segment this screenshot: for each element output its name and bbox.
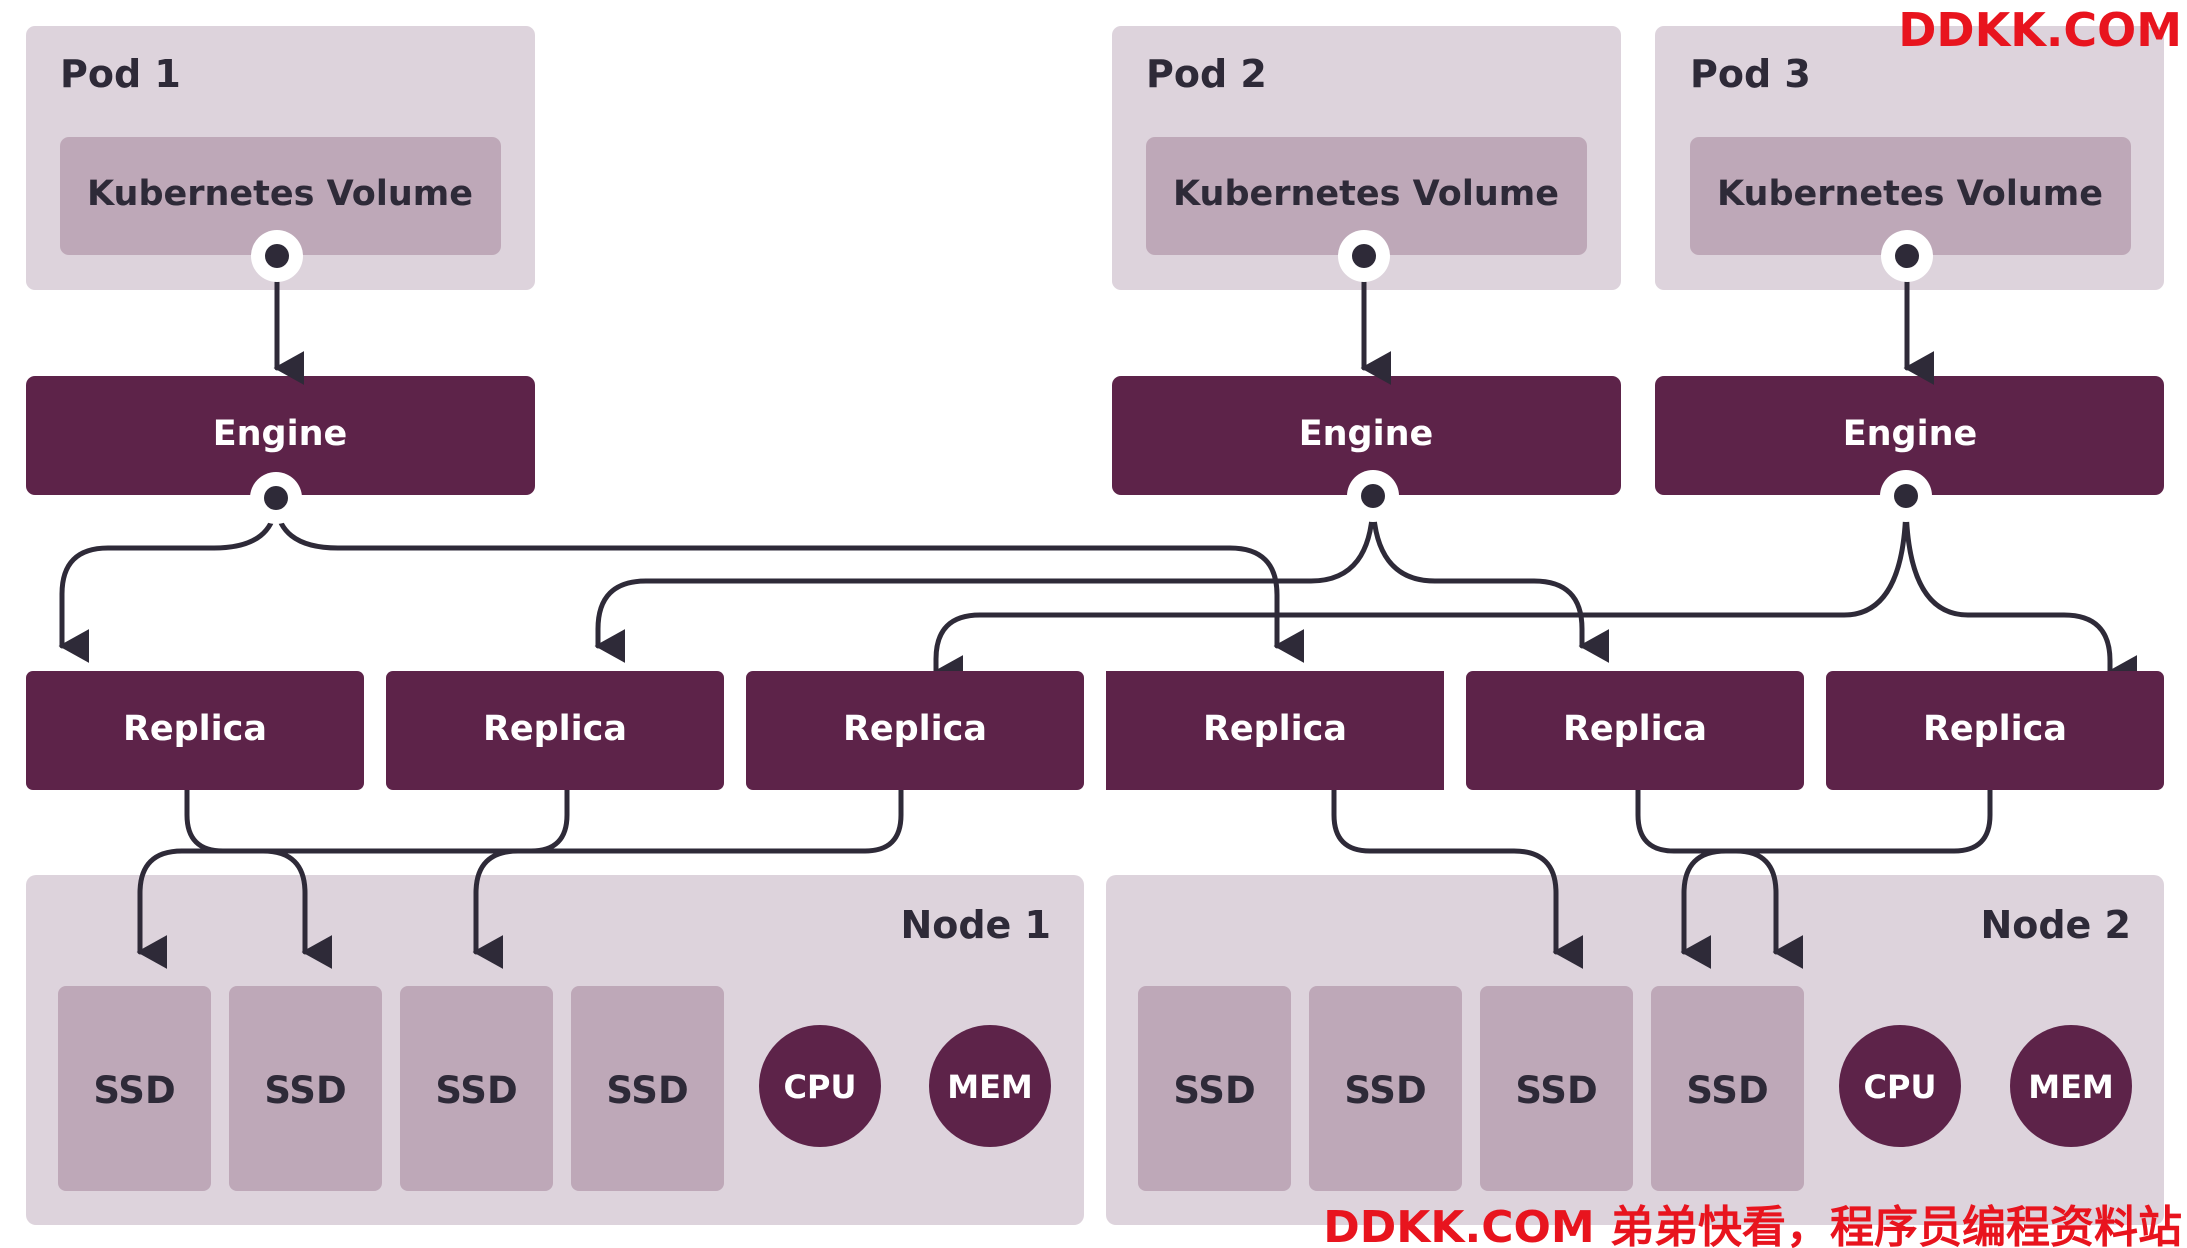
port-pod-1-volume-dot: [265, 244, 289, 268]
connector-engine-2-to-replica-2: [594, 496, 1376, 663]
connector-engine-3-to-replica-6: [1903, 496, 2138, 689]
node-2-mem: [2010, 1025, 2132, 1147]
node-2-ssd-3-label: SSD: [1515, 1069, 1597, 1112]
node-2-mem-label: MEM: [2028, 1068, 2114, 1106]
node-2-ssd-2: [1309, 986, 1462, 1191]
replica-to-ssd-connectors: [136, 787, 1993, 969]
pod-3-engine: [1655, 376, 2164, 495]
pod-3-engine-label: Engine: [1843, 414, 1978, 454]
connector-replica-3-to-node-1-ssd-3: [472, 787, 904, 969]
replica-3-label: Replica: [843, 709, 987, 749]
pod-2: Pod 2 Kubernetes Volume Engine: [1112, 26, 1621, 495]
replica-1: [26, 671, 364, 790]
replica-2: [386, 671, 724, 790]
pod-1-engine-label: Engine: [213, 414, 348, 454]
node-1-ssd-4: [571, 986, 724, 1191]
replica-row: Replica Replica Replica Replica Replica …: [26, 671, 2164, 790]
node-1-ssd-1-label: SSD: [93, 1069, 175, 1112]
watermark-bottom-right: DDKK.COM 弟弟快看，程序员编程资料站: [1323, 1202, 2182, 1248]
node-1-ssd-1: [58, 986, 211, 1191]
node-1-ssd-2-label: SSD: [264, 1069, 346, 1112]
node-2-title: Node 2: [1980, 903, 2131, 947]
engine-to-replica-connectors: [58, 496, 2138, 689]
connector-replica-6-to-node-2-ssd-4-left: [1680, 787, 1993, 969]
port-engine-3-dot: [1894, 484, 1918, 508]
pod-3-title: Pod 3: [1690, 52, 1811, 96]
pod-1: Pod 1 Kubernetes Volume Engine: [26, 26, 535, 495]
node-2-ssd-1-label: SSD: [1173, 1069, 1255, 1112]
node-1-ssd-2: [229, 986, 382, 1191]
replica-6-label: Replica: [1923, 709, 2067, 749]
connector-engine-2-to-replica-5: [1370, 496, 1610, 663]
node-1-mem-label: MEM: [947, 1068, 1033, 1106]
replica-6: [1826, 671, 2164, 790]
node-2-ssd-2-label: SSD: [1344, 1069, 1426, 1112]
connector-replica-4-to-node-2-ssd-3: [1331, 787, 1584, 969]
port-pod-2-volume-dot: [1352, 244, 1376, 268]
node-1-title: Node 1: [900, 903, 1051, 947]
port-pod-3-volume-dot: [1895, 244, 1919, 268]
pod-1-volume-label: Kubernetes Volume: [87, 174, 473, 214]
connector-replica-2-to-node-1-ssd-1: [136, 787, 570, 969]
port-engine-2-dot: [1361, 484, 1385, 508]
replica-2-label: Replica: [483, 709, 627, 749]
pod-1-engine: [26, 376, 535, 495]
replica-3: [746, 671, 1084, 790]
pod-3-volume-box: [1690, 137, 2131, 255]
pod-2-engine-label: Engine: [1299, 414, 1434, 454]
pod-2-engine: [1112, 376, 1621, 495]
replica-4: [1106, 671, 1444, 790]
connection-ports: [250, 230, 1933, 524]
node-1: Node 1 SSD SSD SSD SSD CPU MEM: [26, 875, 1084, 1225]
node-2: Node 2 SSD SSD SSD SSD CPU MEM: [1106, 875, 2164, 1225]
pod-1-volume-box: [60, 137, 501, 255]
node-1-ssd-4-label: SSD: [606, 1069, 688, 1112]
pod-2-volume-box: [1146, 137, 1587, 255]
node-2-cpu-label: CPU: [1864, 1068, 1937, 1106]
node-2-cpu: [1839, 1025, 1961, 1147]
replica-1-label: Replica: [123, 709, 267, 749]
connector-engine-1-to-replica-4: [273, 496, 1305, 663]
replica-4-label: Replica: [1203, 709, 1347, 749]
pod-3-volume-label: Kubernetes Volume: [1717, 174, 2103, 214]
node-2-ssd-4: [1651, 986, 1804, 1191]
port-engine-1-dot: [264, 486, 288, 510]
node-1-mem: [929, 1025, 1051, 1147]
pod-2-title: Pod 2: [1146, 52, 1267, 96]
connector-engine-3-to-replica-3: [932, 496, 1909, 689]
replica-5: [1466, 671, 1804, 790]
watermark-top-right: DDKK.COM: [1898, 3, 2182, 57]
node-2-ssd-4-label: SSD: [1686, 1069, 1768, 1112]
node-1-ssd-3: [400, 986, 553, 1191]
node-1-ssd-3-label: SSD: [435, 1069, 517, 1112]
node-1-cpu-label: CPU: [784, 1068, 857, 1106]
pod-3: Pod 3 Kubernetes Volume Engine: [1655, 26, 2164, 495]
pod-1-title: Pod 1: [60, 52, 181, 96]
connector-replica-5-to-node-2-ssd-4-right: [1635, 787, 1804, 969]
node-2-ssd-3: [1480, 986, 1633, 1191]
connector-engine-1-to-replica-1: [58, 496, 279, 663]
pod-2-volume-label: Kubernetes Volume: [1173, 174, 1559, 214]
replica-5-label: Replica: [1563, 709, 1707, 749]
node-2-ssd-1: [1138, 986, 1291, 1191]
node-1-cpu: [759, 1025, 881, 1147]
